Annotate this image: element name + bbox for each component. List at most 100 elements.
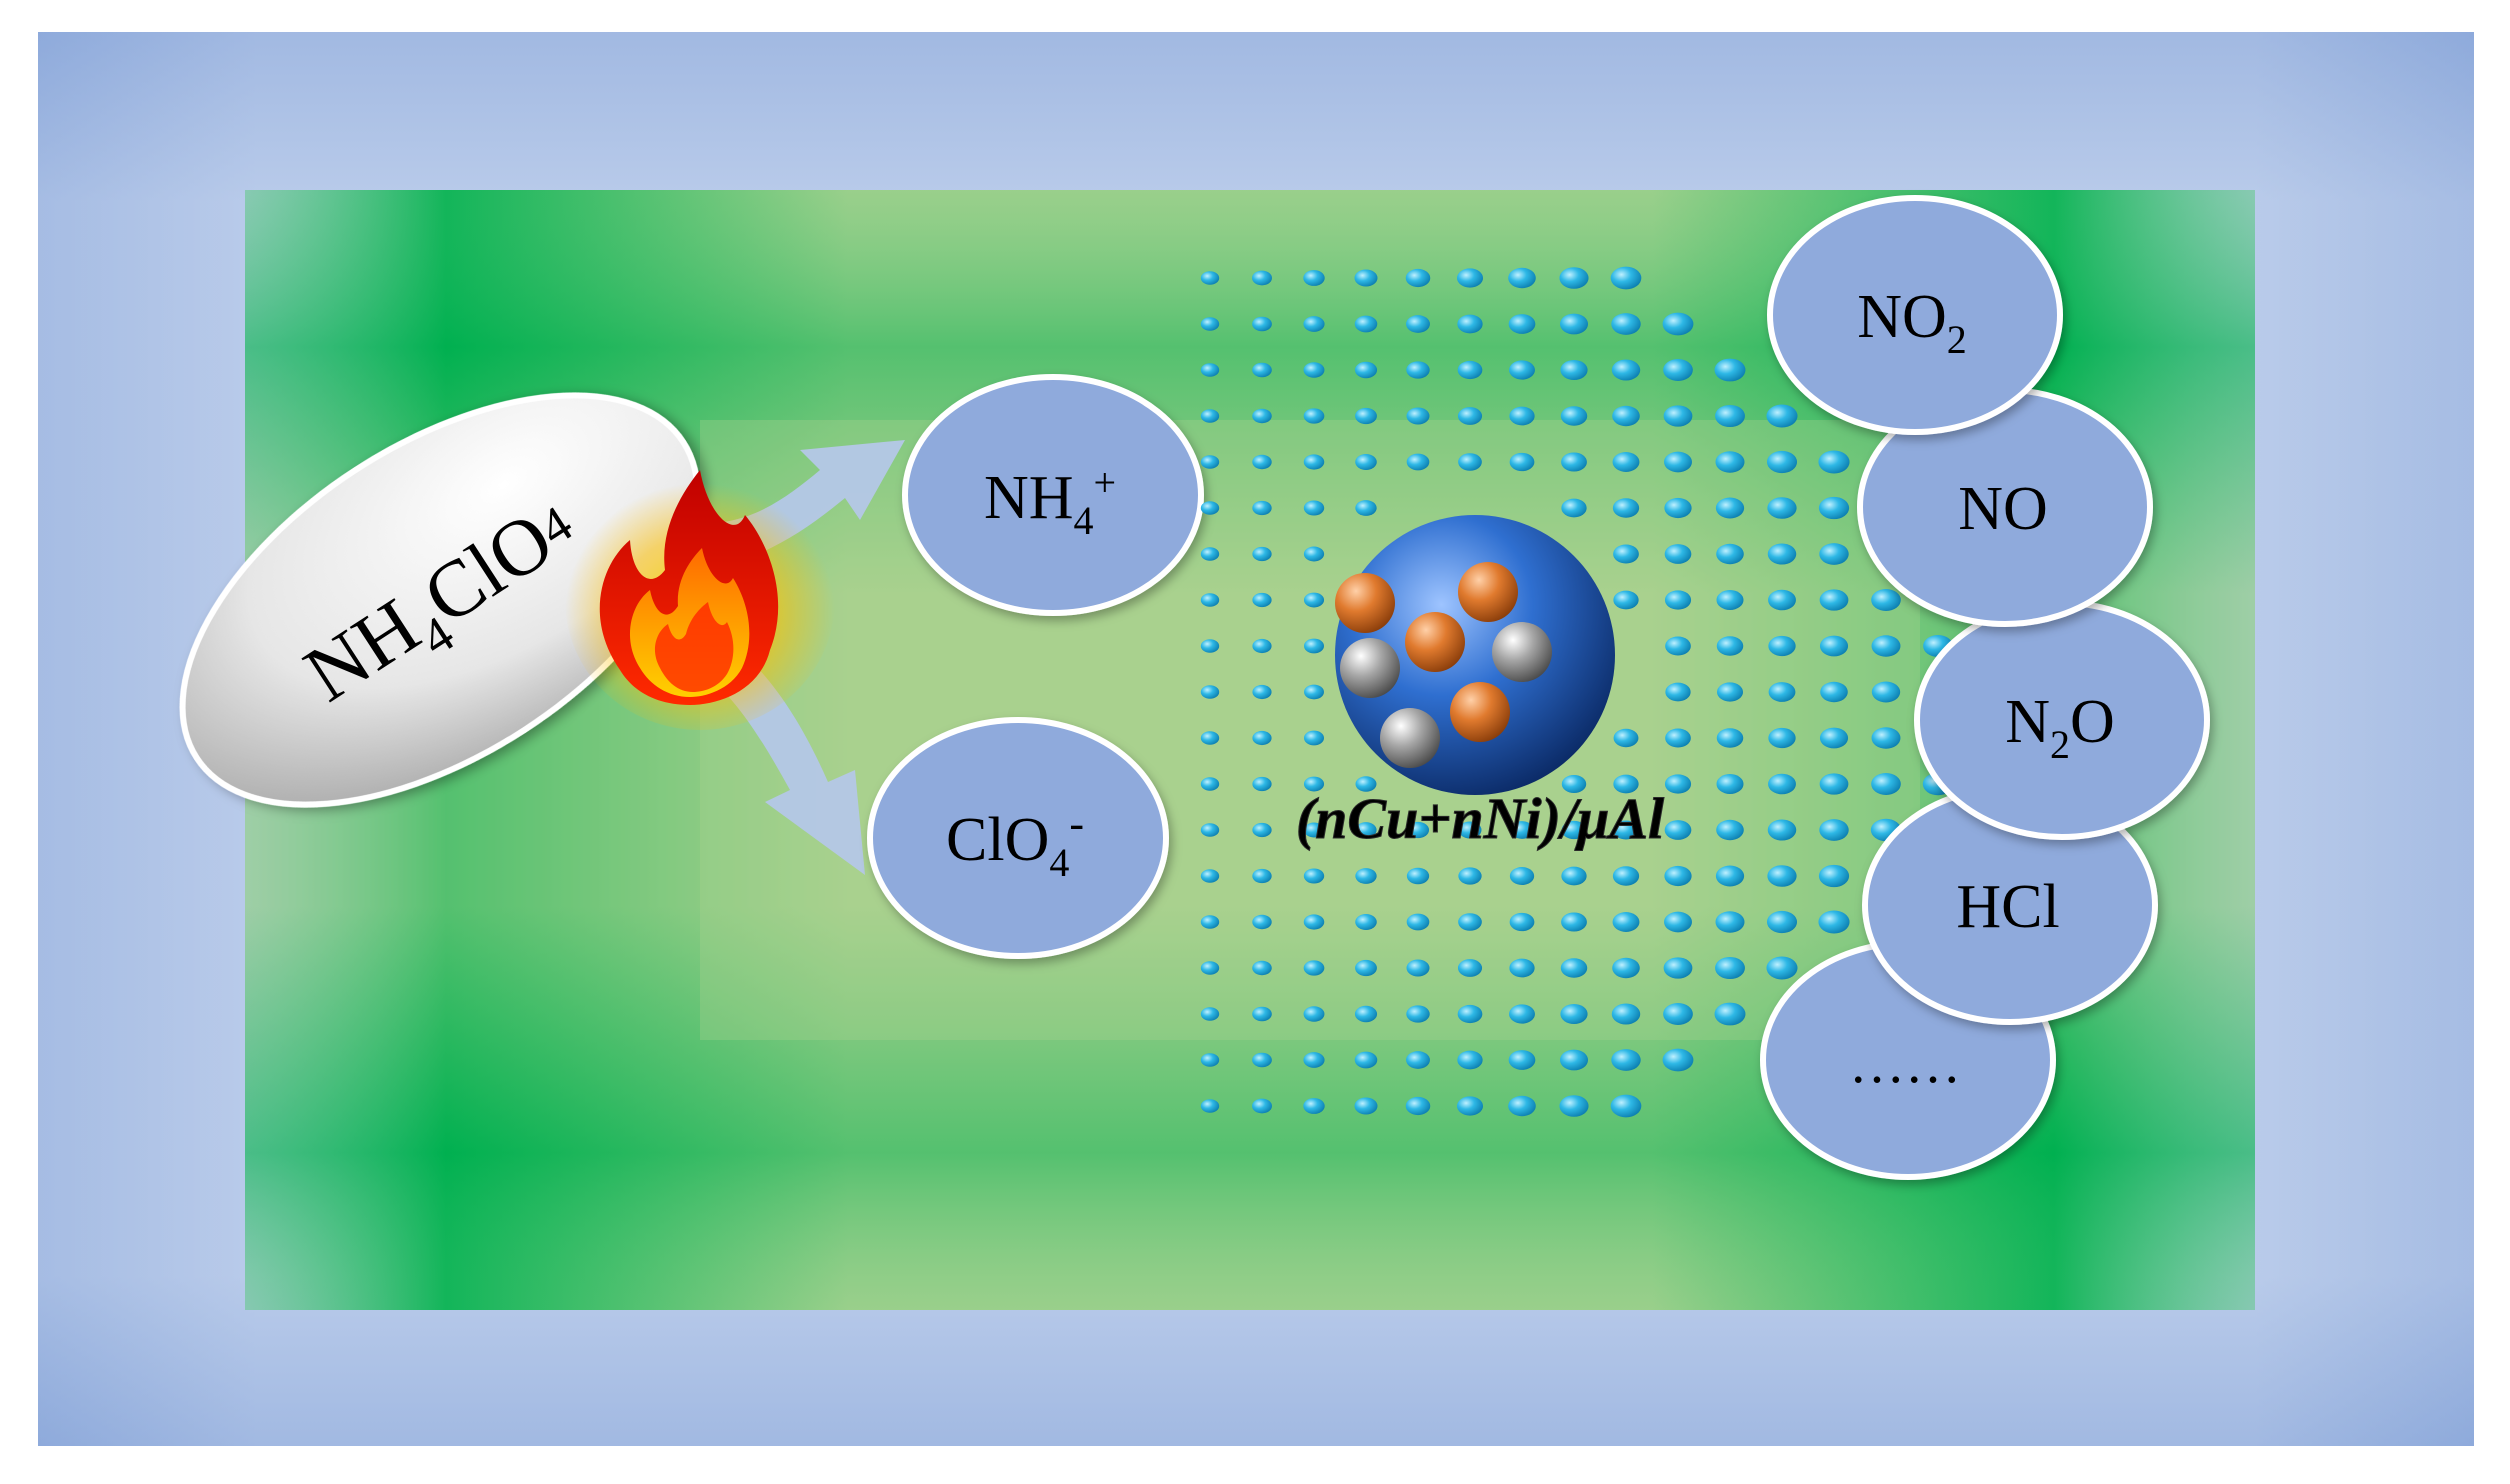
reaction-dot — [1457, 407, 1483, 425]
reaction-dot — [1252, 1052, 1272, 1068]
reaction-dot — [1611, 1049, 1641, 1071]
reaction-dot — [1252, 730, 1272, 746]
reaction-dot — [1456, 268, 1484, 288]
reaction-dot — [1664, 497, 1692, 519]
reaction-dot — [1303, 1006, 1325, 1022]
reaction-dot — [1200, 915, 1220, 929]
reaction-dot — [1252, 914, 1272, 930]
reaction-dot — [1406, 315, 1430, 333]
reaction-dot — [1560, 359, 1588, 381]
reaction-dot — [1200, 731, 1220, 745]
reaction-dot — [1610, 1094, 1642, 1118]
reaction-dot — [1819, 819, 1849, 841]
reaction-dot — [1200, 685, 1220, 699]
reaction-dot — [1818, 910, 1850, 934]
reaction-dot — [1406, 1005, 1430, 1023]
reaction-dot — [1819, 589, 1849, 611]
reaction-dot — [1663, 1003, 1693, 1025]
reaction-dot — [1716, 590, 1744, 610]
reactant-ellipse: NH4ClO4 — [179, 392, 701, 808]
reaction-dot — [1767, 497, 1797, 519]
reaction-dot — [1612, 452, 1640, 472]
reaction-dot — [1561, 866, 1587, 886]
reaction-dot — [1715, 865, 1745, 887]
reaction-dot — [1509, 867, 1535, 885]
product-hcl-label: HCl — [1956, 873, 2059, 941]
reaction-dot — [1871, 589, 1901, 611]
reaction-dot — [1458, 821, 1482, 839]
ammonium-formula: NH4+ — [984, 460, 1116, 543]
reaction-dot — [1818, 450, 1850, 474]
reaction-dot — [1561, 820, 1587, 840]
reaction-dot — [1509, 1004, 1535, 1024]
product-no2-label: NO2 — [1857, 283, 1967, 362]
reaction-dot — [1664, 820, 1692, 840]
reaction-dot — [1819, 773, 1849, 795]
reaction-dot — [1354, 269, 1378, 287]
reaction-dot — [1768, 727, 1796, 749]
reaction-dot — [1354, 361, 1378, 379]
copper-particle — [1405, 612, 1465, 672]
reaction-dot — [1200, 317, 1220, 331]
reaction-dot — [1714, 358, 1746, 382]
reaction-dot — [1252, 1006, 1272, 1022]
reaction-dot — [1458, 453, 1482, 471]
reaction-dot — [1303, 776, 1325, 792]
reaction-dot — [1405, 1096, 1431, 1116]
reaction-dot — [1355, 868, 1377, 884]
reaction-dot — [1252, 776, 1272, 792]
reaction-dot — [1612, 405, 1640, 427]
reaction-dot — [1664, 544, 1692, 564]
reaction-dot — [1406, 407, 1430, 425]
nickel-particle — [1340, 638, 1400, 698]
reaction-dot — [1200, 409, 1220, 423]
reaction-dot — [1252, 638, 1272, 654]
reaction-dot — [1612, 498, 1640, 518]
reaction-dot — [1355, 500, 1377, 516]
reaction-dot — [1355, 776, 1377, 792]
reaction-dot — [1664, 590, 1692, 610]
reaction-dot — [1508, 1050, 1536, 1070]
reaction-dot — [1716, 636, 1744, 656]
catalyst-label: (nCu+nNi)/μAl — [1296, 786, 1665, 851]
reaction-dot — [1561, 452, 1587, 472]
reaction-dot — [1457, 1050, 1483, 1070]
reaction-dot — [1768, 773, 1796, 795]
light-green-center — [700, 420, 1920, 1040]
reaction-dot — [1561, 498, 1587, 518]
reaction-dot — [1200, 777, 1220, 791]
reaction-dot — [1715, 956, 1745, 980]
reaction-dot — [1252, 1098, 1272, 1114]
reaction-dot — [1303, 822, 1325, 838]
reaction-dot — [1766, 956, 1798, 980]
reaction-dot — [1457, 360, 1483, 380]
reaction-dot — [1561, 774, 1587, 794]
product-n2o: N2O — [1914, 600, 2210, 840]
reaction-dot — [1560, 1003, 1588, 1025]
reaction-dot — [1613, 774, 1639, 794]
reaction-dot — [1662, 312, 1694, 336]
reaction-dot — [1200, 547, 1220, 561]
reaction-dot — [1559, 313, 1589, 335]
reaction-dot — [1252, 362, 1272, 378]
reaction-dot — [1509, 452, 1535, 472]
reaction-dot — [1665, 728, 1691, 748]
reaction-dot — [1613, 728, 1639, 748]
reaction-dot — [1406, 453, 1430, 471]
reaction-dot — [1509, 406, 1535, 426]
reaction-dot — [1252, 960, 1272, 976]
reaction-dot — [1406, 1051, 1430, 1069]
copper-particle — [1335, 573, 1395, 633]
reaction-dot — [1611, 313, 1641, 335]
reaction-dot — [1767, 865, 1797, 887]
reaction-dot — [1508, 1095, 1536, 1117]
reaction-dot — [1767, 819, 1797, 841]
nickel-particle — [1492, 622, 1552, 682]
reaction-dot — [1303, 592, 1325, 608]
reaction-dot — [1252, 868, 1272, 884]
reaction-dot — [1716, 728, 1744, 748]
reaction-dot — [1406, 361, 1430, 379]
reaction-dot — [1714, 1002, 1746, 1026]
reaction-dot — [1611, 1003, 1641, 1025]
reaction-dot — [1715, 404, 1745, 428]
